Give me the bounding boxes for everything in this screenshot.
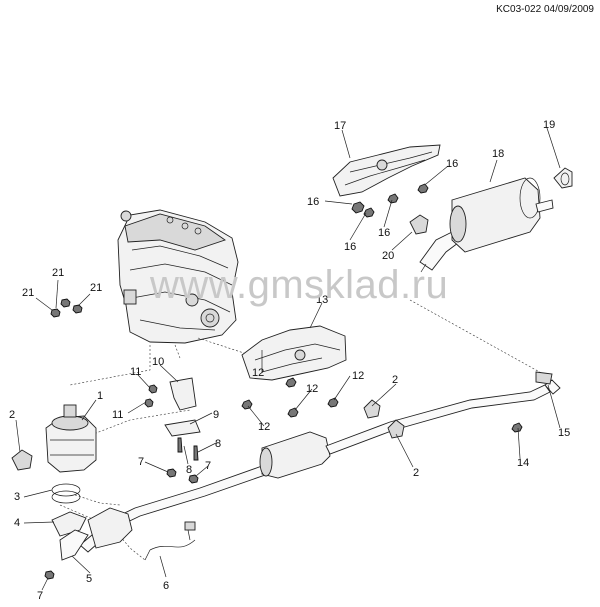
flex-pipe-5 (59, 529, 89, 561)
callout-7c: 7 (205, 460, 211, 472)
catalytic-converter (45, 404, 97, 473)
bracket-9 (164, 419, 201, 437)
callout-15: 15 (558, 427, 570, 439)
hanger-rear (409, 214, 429, 235)
callout-1: 1 (97, 390, 103, 402)
front-pipe (87, 507, 133, 549)
hanger-set-2 (11, 399, 405, 471)
heat-shield-upper (332, 144, 441, 197)
callout-7b: 7 (138, 456, 144, 468)
gasket-3b (51, 490, 81, 504)
callout-9: 9 (213, 409, 219, 421)
fastener-set (44, 298, 199, 580)
watermark: www.gmsklad.ru (150, 263, 449, 307)
flange-4 (51, 511, 87, 537)
callout-14: 14 (517, 457, 529, 469)
callout-numbers: 1 2 2 2 3 4 5 6 7 7 7 8 8 9 10 11 11 12 … (9, 119, 570, 602)
callout-6: 6 (163, 580, 169, 592)
pipe-end-15 (535, 371, 553, 385)
callout-16b: 16 (378, 227, 390, 239)
heat-shield-center (241, 325, 347, 381)
nut-set-16 (351, 183, 429, 218)
callout-5: 5 (86, 573, 92, 585)
callout-21b: 21 (90, 282, 102, 294)
callout-11a: 11 (130, 366, 141, 378)
callout-12d: 12 (258, 421, 270, 433)
callout-20: 20 (382, 250, 394, 262)
callout-8b: 8 (186, 464, 192, 476)
gasket-3 (51, 483, 81, 497)
callout-16c: 16 (344, 241, 356, 253)
callout-7a: 7 (37, 590, 43, 602)
callout-3: 3 (14, 491, 20, 503)
callout-13: 13 (316, 294, 328, 306)
callout-19: 19 (543, 119, 555, 131)
engine-block (117, 209, 239, 344)
callout-18: 18 (492, 148, 504, 160)
callout-17: 17 (334, 120, 346, 132)
callout-4: 4 (14, 517, 20, 529)
bracket-10 (169, 377, 197, 411)
callout-16d: 16 (446, 158, 458, 170)
callout-21a: 21 (52, 267, 64, 279)
callout-12b: 12 (306, 383, 318, 395)
callout-16a: 16 (307, 196, 319, 208)
callout-11b: 11 (112, 409, 123, 421)
callout-12a: 12 (252, 367, 264, 379)
oxygen-sensor-6 (144, 521, 196, 561)
assembly-leader-lines (59, 299, 546, 561)
callout-21c: 21 (22, 287, 34, 299)
callout-2c: 2 (413, 467, 419, 479)
rear-muffler (419, 177, 554, 273)
bolt-set-12 (241, 377, 339, 418)
tailpipe-ring (553, 167, 573, 189)
callout-8a: 8 (215, 438, 221, 450)
callout-2a: 2 (9, 409, 15, 421)
callout-10: 10 (152, 356, 164, 368)
callout-leaders (15, 127, 561, 591)
diagram-code: KC03-022 04/09/2009 (496, 4, 594, 15)
callout-12c: 12 (352, 370, 364, 382)
callout-2b: 2 (392, 374, 398, 386)
clip-14 (511, 422, 523, 433)
